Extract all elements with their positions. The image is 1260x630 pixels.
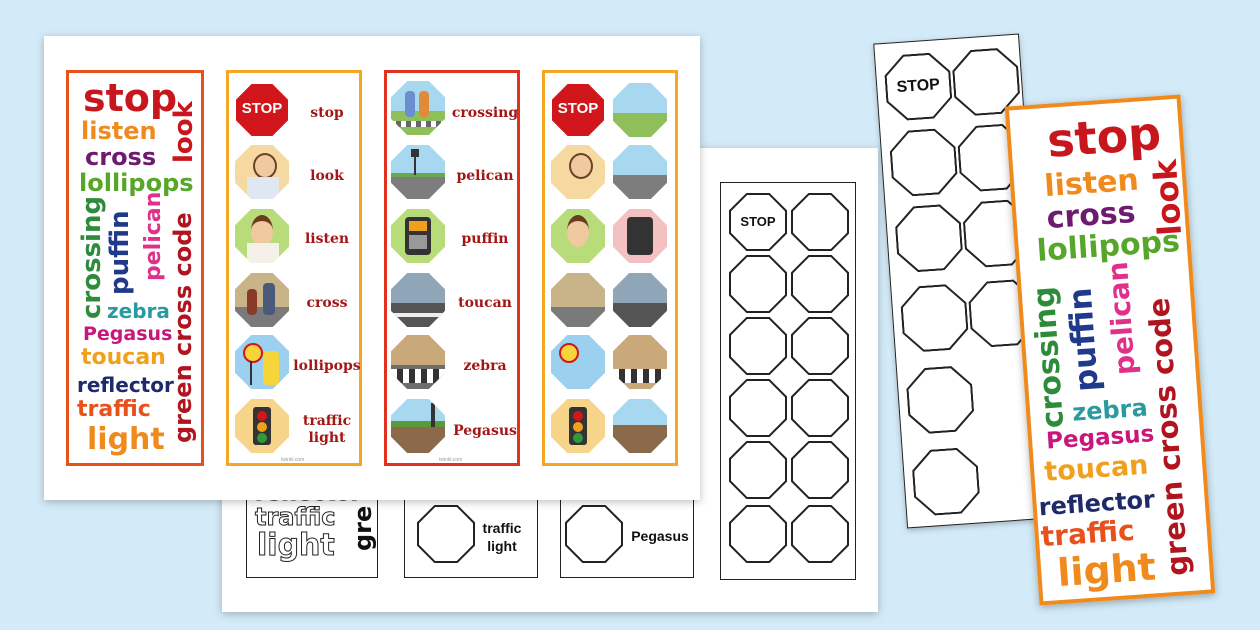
outline-word-traffic: traffic (255, 503, 336, 531)
traffic-light-outline-icon (729, 505, 787, 563)
outline-word-light: light (257, 528, 336, 563)
bw-label-traffic-light: traffic light (482, 520, 522, 554)
word-cloud-bookmark: stop listen look cross lollipops crossin… (66, 70, 204, 466)
label-traffic-light: traffic light (302, 413, 352, 446)
label-stop: stop (310, 105, 344, 121)
bw-pegasus-bookmark: Pegasus (560, 490, 694, 578)
label-zebra: zebra (463, 358, 507, 374)
cross-icon (551, 273, 605, 327)
word-toucan: toucan (81, 345, 166, 370)
puffin-button-icon (391, 209, 445, 263)
word-toucan: toucan (1043, 449, 1150, 488)
bw-label-pegasus: Pegasus (631, 528, 689, 544)
zebra-crossing-icon (391, 335, 445, 389)
word-pelican: pelican (141, 191, 166, 281)
zebra-outline-icon (791, 441, 849, 499)
pegasus-crossing-icon (391, 399, 445, 453)
pegasus-outline-icon (791, 505, 849, 563)
listen-outline-icon (729, 317, 787, 375)
cross-icon (235, 273, 289, 327)
crossing-outline-icon (791, 193, 849, 251)
pelican-crossing-icon (391, 145, 445, 199)
outline-word-green: gre (349, 505, 377, 551)
word-lollipops: lollipops (1035, 223, 1181, 269)
crossing-icon (613, 83, 667, 137)
word-zebra: zebra (1071, 393, 1149, 427)
pegasus-crossing-outline-icon (565, 505, 623, 563)
traffic-light-outline-icon (417, 505, 475, 563)
word-pelican: pelican (1100, 260, 1142, 377)
look-outline-icon (729, 255, 787, 313)
pelican-outline-icon (791, 255, 849, 313)
label-look: look (310, 168, 344, 184)
word-pegasus: Pegasus (1045, 421, 1156, 455)
word-stop: stop (83, 76, 178, 120)
footer-mark: twinkl.com (281, 457, 305, 463)
look-outline-icon (888, 127, 958, 197)
stop-sign-icon: STOP (233, 81, 291, 139)
label-listen: listen (304, 231, 350, 247)
lollipop-outline-icon (729, 441, 787, 499)
zebra-crossing-icon (613, 335, 667, 389)
word-light: light (87, 422, 165, 457)
word-puffin: puffin (105, 210, 135, 295)
word-stop: stop (1045, 105, 1163, 168)
cross-outline-icon (899, 283, 969, 353)
listen-icon (551, 209, 605, 263)
traffic-light-icon (235, 399, 289, 453)
label-pegasus: Pegasus (453, 423, 517, 439)
traffic-light-icon (551, 399, 605, 453)
crossings-bookmark: crossing pelican puffin toucan zebra (384, 70, 520, 466)
pairs-bookmark: STOP (542, 70, 678, 466)
lollipop-person-icon (235, 335, 289, 389)
color-sheet: stop listen look cross lollipops crossin… (44, 36, 700, 500)
crossing-icon (391, 81, 445, 135)
word-zebra: zebra (107, 299, 170, 323)
look-icon (235, 145, 289, 199)
footer-mark: twinkl.com (439, 457, 463, 463)
listen-outline-icon (894, 203, 964, 273)
word-pegasus: Pegasus (83, 323, 173, 345)
cross-outline-icon (729, 379, 787, 437)
label-puffin: puffin (461, 231, 509, 247)
word-look: look (169, 101, 199, 163)
word-reflector: reflector (1037, 485, 1156, 522)
word-lollipops: lollipops (79, 169, 194, 197)
stop-sign-text: STOP (241, 100, 283, 117)
puffin-button-icon (613, 209, 667, 263)
bw-pairs-bookmark: STOP (720, 182, 856, 580)
lollipop-outline-icon (905, 365, 975, 435)
label-cross: cross (306, 295, 348, 311)
listen-icon (235, 209, 289, 263)
word-reflector: reflector (77, 373, 174, 397)
word-cross: cross (85, 143, 157, 171)
word-crossing: crossing (77, 195, 107, 319)
bw-traffic-bookmark: traffic light (404, 490, 538, 578)
toucan-crossing-icon (613, 273, 667, 327)
bw-word-bookmark: reflector traffic light gre (246, 490, 378, 578)
lollipop-person-icon (551, 335, 605, 389)
stop-sign-outline-icon (729, 193, 787, 251)
label-crossing: crossing (451, 105, 519, 121)
standalone-word-bookmark: stop listen look cross lollipops crossin… (1004, 94, 1216, 606)
stop-sign-text: STOP (557, 100, 599, 117)
pelican-crossing-icon (613, 145, 667, 199)
picture-label-bookmark: STOP stop look listen cross lollipops tr… (226, 70, 362, 466)
label-toucan: toucan (458, 295, 512, 311)
look-icon (551, 145, 605, 199)
pegasus-crossing-icon (613, 399, 667, 453)
puffin-outline-icon (791, 317, 849, 375)
bw-stop-text: STOP (740, 214, 776, 229)
toucan-outline-icon (791, 379, 849, 437)
stop-sign-icon: STOP (549, 81, 607, 139)
label-lollipops: lollipops (293, 358, 361, 374)
word-light: light (1055, 544, 1158, 596)
word-listen: listen (81, 117, 157, 145)
word-puffin: puffin (1060, 286, 1106, 394)
traffic-light-outline-icon (911, 446, 981, 516)
label-pelican: pelican (456, 168, 514, 184)
word-traffic: traffic (77, 397, 151, 422)
word-green-cross-code: green cross code (169, 212, 197, 443)
toucan-crossing-icon (391, 273, 445, 327)
